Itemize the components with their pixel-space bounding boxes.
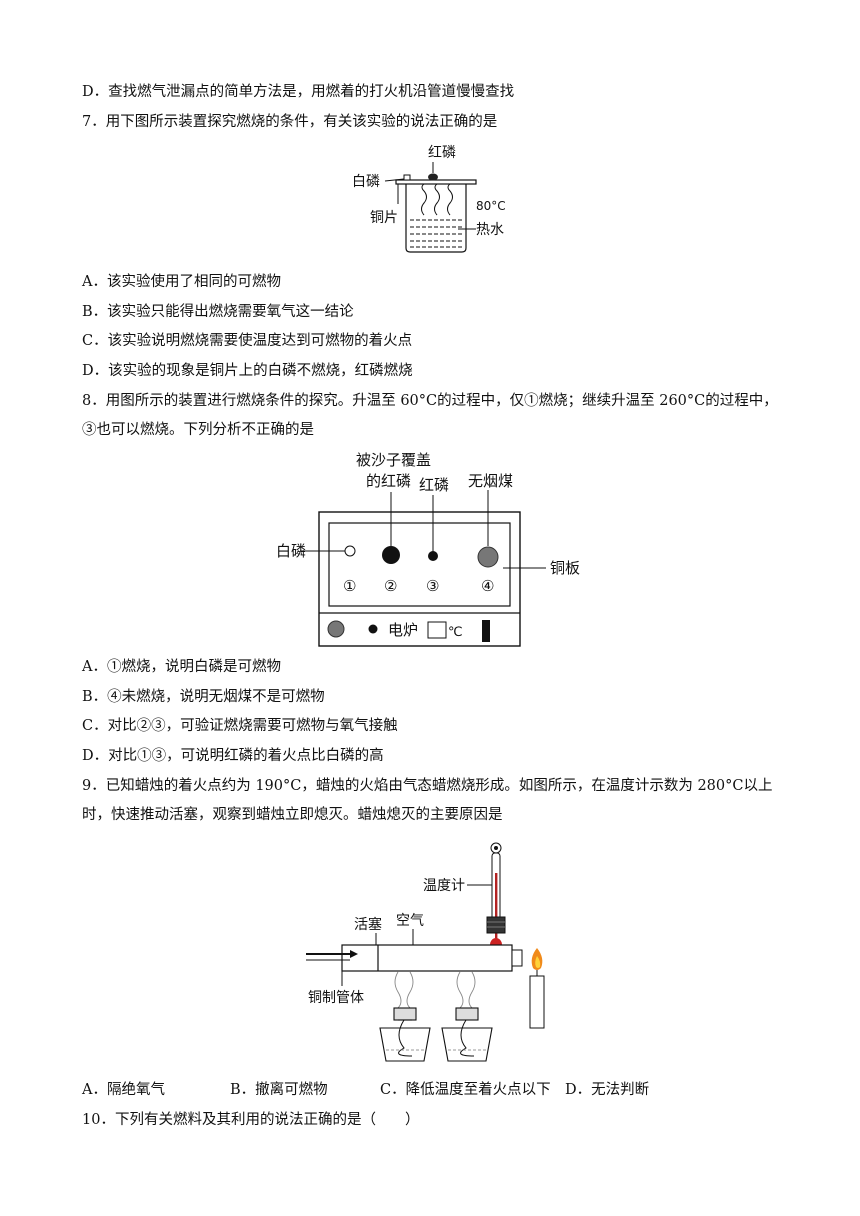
q8-num-1: ① [343,577,356,595]
q9-label-air: 空气 [396,913,424,929]
q7-option-d: D．该实验的现象是铜片上的白磷不燃烧，红磷燃烧 [82,363,413,379]
q8-option-b: B．④未燃烧，说明无烟煤不是可燃物 [82,689,325,705]
q9-stem-line1: 9．已知蜡烛的着火点约为 190°C，蜡烛的火焰由气态蜡燃烧形成。如图所示，在温… [82,778,773,794]
q8-stem-line1: 8．用图所示的装置进行燃烧条件的探究。升温至 60°C的过程中，仅①燃烧；继续升… [82,393,778,409]
q7-label-red-phosphorus: 红磷 [428,145,456,161]
q9-stem-line2: 时，快速推动活塞，观察到蜡烛立即熄灭。蜡烛熄灭的主要原因是 [82,807,503,823]
q7-option-b: B．该实验只能得出燃烧需要氧气这一结论 [82,304,354,320]
q7-label-copper-sheet: 铜片 [370,210,398,226]
q8-figure: 被沙子覆盖 的红磷 红磷 无烟煤 白磷 铜板 ① ② ③ ④ 电炉 ℃ [276,451,580,647]
q9-label-piston: 活塞 [354,916,382,933]
q10-stem: 10．下列有关燃料及其利用的说法正确的是（ ） [82,1112,420,1128]
q8-option-a: A．①燃烧，说明白磷是可燃物 [82,659,281,675]
q9-label-thermometer: 温度计 [423,878,465,894]
q9-option-d: D．无法判断 [565,1082,650,1098]
q8-num-2: ② [384,577,397,595]
q9-option-b: B．撤离可燃物 [230,1082,328,1098]
q8-label-white-phosphorus: 白磷 [276,542,306,560]
q9-figure: 温度计 活塞 空气 铜制管体 [306,842,545,1062]
q8-stem-line2: ③也可以燃烧。下列分析不正确的是 [82,422,314,438]
q8-label-red-phosphorus: 红磷 [419,476,449,494]
q9-label-copper-tube: 铜制管体 [308,990,364,1006]
q8-label-stove: 电炉 [388,621,418,639]
q7-figure: 红磷 白磷 铜片 80°C 热水 [352,145,506,253]
q8-label-degree: ℃ [448,625,463,640]
q8-label-covered-l2: 的红磷 [366,472,411,490]
prev-option-d: D．查找燃气泄漏点的简单方法是，用燃着的打火机沿管道慢慢查找 [82,84,515,100]
q7-label-temperature: 80°C [476,199,506,213]
q8-label-copper-plate: 铜板 [550,559,580,577]
q7-stem: 7．用下图所示装置探究燃烧的条件，有关该实验的说法正确的是 [82,114,498,130]
q8-label-anthracite: 无烟煤 [468,472,513,490]
q7-option-a: A．该实验使用了相同的可燃物 [82,274,281,290]
q7-option-c: C．该实验说明燃烧需要使温度达到可燃物的着火点 [82,333,413,349]
q8-label-covered-l1: 被沙子覆盖 [356,451,431,469]
q7-label-hot-water: 热水 [476,222,504,238]
q9-option-a: A．隔绝氧气 [82,1082,165,1098]
q8-option-d: D．对比①③，可说明红磷的着火点比白磷的高 [82,748,384,764]
q9-option-c: C．降低温度至着火点以下 [380,1082,551,1098]
q7-label-white-phosphorus: 白磷 [352,174,380,190]
q8-option-c: C．对比②③，可验证燃烧需要可燃物与氧气接触 [82,718,398,734]
q9-options: A．隔绝氧气 B．撤离可燃物 C．降低温度至着火点以下 D．无法判断 [82,1080,649,1100]
q8-num-4: ④ [481,577,494,595]
q8-num-3: ③ [426,577,439,595]
